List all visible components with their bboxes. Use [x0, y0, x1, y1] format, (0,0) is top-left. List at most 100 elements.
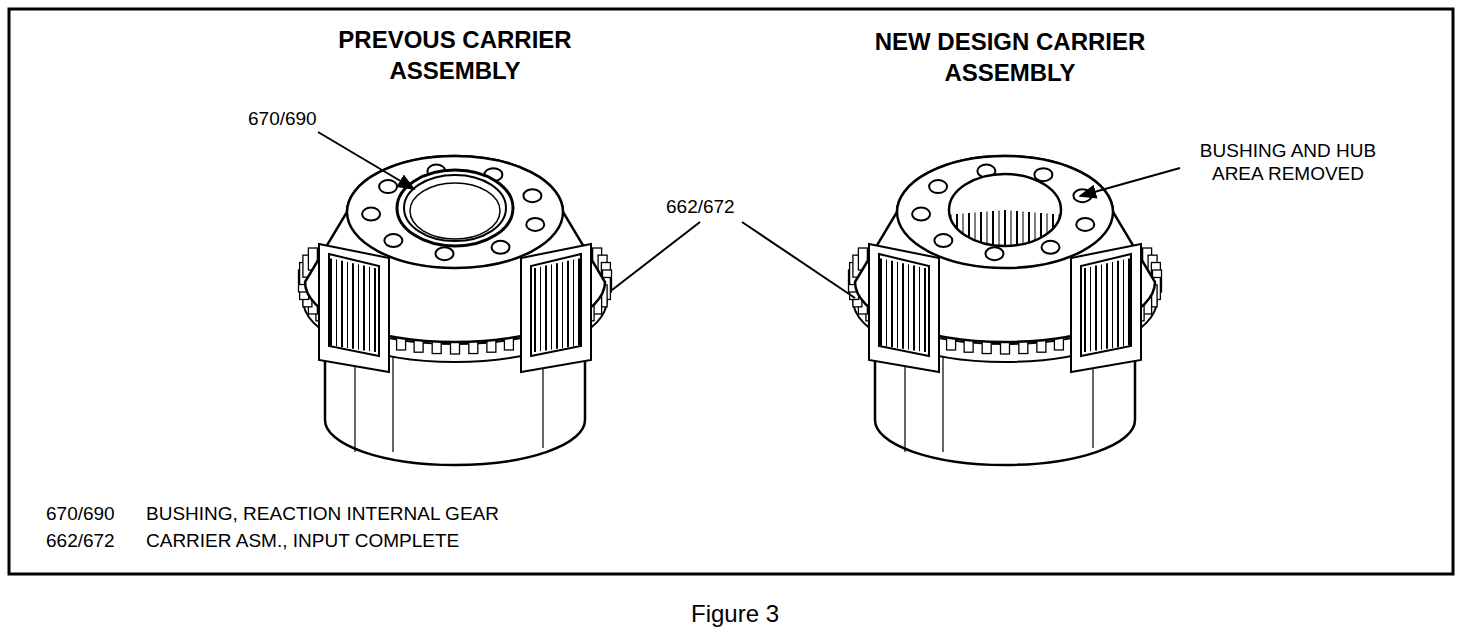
pinion-tooth [1117, 261, 1119, 347]
pinion-tooth [341, 261, 343, 347]
pin-hole [362, 208, 380, 221]
pin-hole [929, 180, 947, 193]
pin-hole [379, 180, 397, 193]
assembly-heading: PREVOUS CARRIER ASSEMBLY [305, 24, 605, 86]
bushing-ring [397, 170, 513, 246]
pin-hole [934, 234, 952, 247]
pinion-tooth [330, 258, 332, 345]
spline-line [963, 214, 964, 251]
spline-line [951, 215, 952, 251]
pinion-tooth [1090, 267, 1091, 351]
leader-line [742, 222, 855, 298]
pinion-tooth [886, 260, 887, 347]
pinion-tooth [369, 267, 370, 351]
pinion-tooth [919, 267, 920, 351]
pin-hole [912, 208, 930, 221]
pinion-tooth [1106, 263, 1108, 349]
pinion-tooth [363, 266, 365, 351]
pinion-tooth [352, 263, 354, 349]
spline-line [1059, 215, 1060, 251]
carrier-face [897, 156, 1113, 268]
pinion-window [879, 254, 929, 356]
pinion-window [1081, 254, 1131, 356]
pinion-tooth [902, 263, 904, 349]
pin-hole [1076, 218, 1094, 231]
assembly-heading: NEW DESIGN CARRIER ASSEMBLY [860, 26, 1160, 88]
pinion-tooth [1112, 262, 1113, 348]
pinion-tooth [1101, 264, 1102, 349]
callout-number: 670/690 [248, 108, 317, 131]
pin-hole [384, 234, 402, 247]
window-frame [869, 244, 939, 372]
pinion-tooth [374, 268, 376, 352]
pinion-window [531, 254, 581, 356]
pinion-tooth [562, 262, 563, 348]
carrier-drawings [299, 156, 1162, 465]
figure-frame [9, 9, 1453, 574]
pinion-tooth [880, 258, 882, 345]
callout-number: 670/690 [46, 503, 115, 526]
pinion-tooth [908, 264, 909, 349]
window-frame [1071, 244, 1141, 372]
pinion-tooth [1095, 266, 1097, 351]
spline-line [1035, 213, 1036, 251]
part-name: CARRIER ASM., INPUT COMPLETE [146, 530, 459, 553]
pin-hole [492, 241, 510, 254]
pin-hole [523, 189, 541, 202]
internal-splines [951, 210, 1059, 250]
spline-line [987, 212, 988, 251]
pinion-tooth [578, 258, 580, 345]
window-frame [521, 244, 591, 372]
figure-caption: Figure 3 [691, 600, 779, 629]
pinion-tooth [336, 260, 337, 347]
spline-line [1028, 212, 1030, 250]
carrier-assembly [299, 156, 612, 465]
spline-line [992, 211, 994, 250]
pinion-tooth [347, 262, 348, 348]
part-name: BUSHING, REACTION INTERNAL GEAR [146, 503, 499, 526]
spline-line [1004, 210, 1006, 250]
pinion-tooth [1123, 260, 1124, 347]
spline-line [1023, 212, 1024, 251]
pinion-tooth [556, 263, 558, 349]
spline-line [1052, 214, 1054, 250]
pinion-tooth [1128, 258, 1130, 345]
pin-hole [985, 247, 1003, 260]
pinion-tooth [567, 261, 569, 347]
pinion-tooth [913, 266, 915, 351]
pinion-tooth [358, 264, 359, 349]
callout-number: 662/672 [46, 530, 115, 553]
bushing-ring [404, 175, 506, 241]
bushing-bore [410, 183, 500, 239]
pinion-window [329, 254, 379, 356]
pin-hole [526, 218, 544, 231]
spline-line [1016, 211, 1018, 250]
callout-number: 662/672 [666, 196, 735, 219]
spline-line [975, 213, 976, 251]
pinion-tooth [897, 262, 898, 348]
pinion-tooth [534, 268, 536, 352]
spline-line [956, 214, 958, 250]
spline-line [980, 212, 982, 250]
spline-line [1011, 211, 1012, 251]
pin-hole [1042, 241, 1060, 254]
pinion-tooth [1084, 268, 1086, 352]
pin-hole [435, 247, 453, 260]
pinion-tooth [573, 260, 574, 347]
spline-line [1040, 213, 1042, 250]
pinion-tooth [891, 261, 893, 347]
pinion-tooth [924, 268, 926, 352]
leader-line [612, 222, 700, 290]
carrier-face [347, 156, 563, 268]
window-frame [319, 244, 389, 372]
pinion-tooth [551, 264, 552, 349]
spline-line [968, 213, 970, 250]
pinion-tooth [545, 266, 547, 351]
callout-note: BUSHING AND HUB AREA REMOVED [1190, 140, 1386, 186]
spline-line [999, 211, 1000, 251]
carrier-assembly [849, 156, 1162, 465]
spline-line [1047, 214, 1048, 251]
leader-line [318, 132, 414, 189]
pinion-tooth [540, 267, 541, 351]
